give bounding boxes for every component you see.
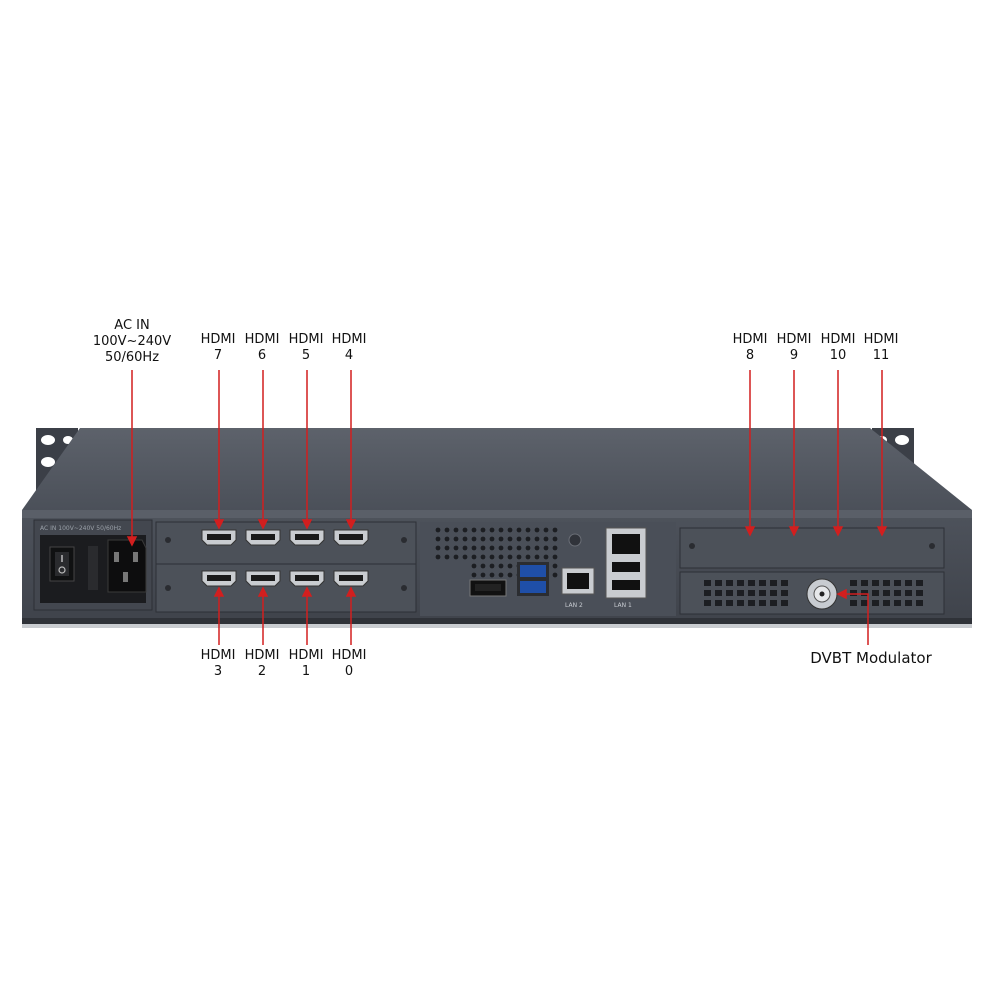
hdmi-port-3[interactable] — [201, 570, 237, 587]
hdmi-plate-right — [679, 527, 945, 569]
hdmi-port-4[interactable] — [333, 529, 369, 546]
leader-dvbt — [836, 588, 869, 645]
leader-hdmi-2 — [257, 586, 269, 645]
leader-hdmi-11 — [876, 370, 888, 537]
leader-hdmi-9 — [788, 370, 800, 537]
lan2-label: LAN 2 — [565, 602, 583, 609]
leader-hdmi-7 — [213, 370, 225, 530]
dvbt-modulator-label: DVBT Modulator — [810, 649, 932, 667]
f-connector[interactable] — [806, 578, 838, 610]
usb3-ports[interactable] — [517, 562, 549, 596]
power-rating-text: AC IN 100V~240V 50/60Hz — [40, 525, 121, 532]
lan1-usb2-stack[interactable] — [605, 527, 647, 599]
hdmi-port-2[interactable] — [245, 570, 281, 587]
mainboard-io-area: LAN 2 LAN 1 — [420, 522, 676, 616]
callout-leader-lines — [126, 370, 888, 645]
lan2-port[interactable] — [561, 567, 595, 595]
hdmi-plate-left — [155, 521, 417, 613]
hdmi-port-1[interactable] — [289, 570, 325, 587]
leader-ac-in — [126, 370, 138, 547]
leader-hdmi-5 — [301, 370, 313, 530]
hdmi-port-5[interactable] — [289, 529, 325, 546]
dvbt-modulator-plate — [679, 571, 945, 615]
leader-hdmi-0 — [345, 586, 357, 645]
power-supply-module: AC IN 100V~240V 50/60Hz — [33, 519, 153, 611]
iec-power-socket[interactable] — [107, 539, 147, 593]
leader-hdmi-4 — [345, 370, 357, 530]
ac-in-label: AC IN 100V~240V 50/60Hz — [92, 318, 172, 365]
power-switch[interactable] — [49, 546, 75, 582]
hdmi-port-7[interactable] — [201, 529, 237, 546]
leader-hdmi-6 — [257, 370, 269, 530]
leader-hdmi-10 — [832, 370, 844, 537]
hdmi-port-6[interactable] — [245, 529, 281, 546]
lan1-label: LAN 1 — [614, 602, 632, 609]
leader-hdmi-3 — [213, 586, 225, 645]
hdmi-output-port[interactable] — [469, 579, 507, 597]
leader-hdmi-8 — [744, 370, 756, 537]
leader-hdmi-1 — [301, 586, 313, 645]
hdmi-port-0[interactable] — [333, 570, 369, 587]
chassis-top — [22, 428, 972, 510]
